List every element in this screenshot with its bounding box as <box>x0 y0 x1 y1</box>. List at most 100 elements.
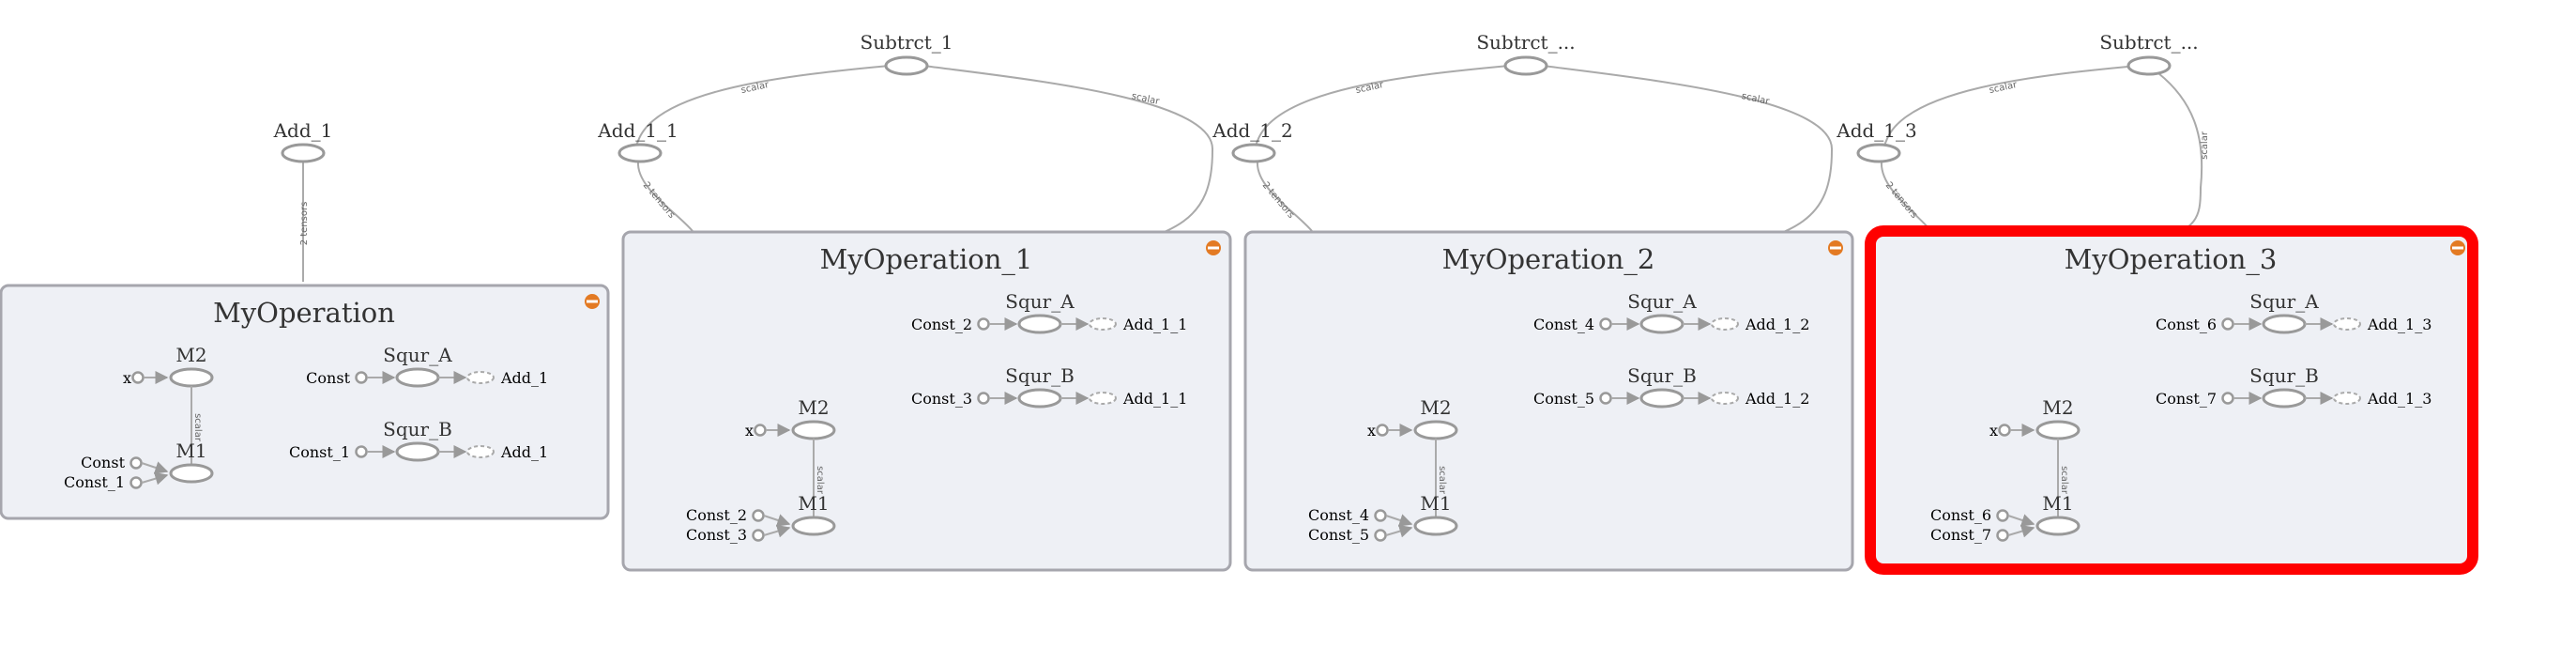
op-node-m1[interactable] <box>169 463 214 484</box>
node-label-const-b: Const_1 <box>64 473 125 491</box>
op-node-squr-b[interactable] <box>2262 388 2307 409</box>
op-node-shape[interactable] <box>617 143 663 163</box>
edge-add-1-3-to-myoperation-3 <box>1880 161 1932 232</box>
edge-label-scalar: scalar <box>1355 80 1385 96</box>
output-ghost-node[interactable] <box>1711 317 1739 331</box>
op-node-squr-b[interactable] <box>1639 388 1684 409</box>
node-label-const-a: Const_4 <box>1308 506 1369 524</box>
const-node-b[interactable] <box>130 476 143 489</box>
op-node-m2[interactable] <box>791 420 836 440</box>
node-label-output: Add_1_1 <box>1122 316 1187 333</box>
collapse-button[interactable] <box>585 294 600 309</box>
op-node-m1[interactable] <box>791 516 836 536</box>
group-myoperation-3[interactable]: MyOperation_3 Squr_A Const_6 Add_1_3 Squ… <box>1865 225 2478 575</box>
node-label-m2: M2 <box>1420 396 1451 419</box>
collapse-button[interactable] <box>1828 240 1843 255</box>
const-node[interactable] <box>2221 392 2234 405</box>
node-add-1-3[interactable]: Add_1_3 <box>1836 119 1917 163</box>
output-ghost-node[interactable] <box>2333 317 2361 331</box>
node-label-m1: M1 <box>2042 492 2073 515</box>
op-node-m2[interactable] <box>1413 420 1458 440</box>
op-node-m2[interactable] <box>2035 420 2081 440</box>
group-title: MyOperation_3 <box>2065 243 2278 276</box>
node-label-const: Const_6 <box>2156 316 2217 333</box>
minus-icon <box>587 300 598 303</box>
op-node-squr-a[interactable] <box>2262 314 2307 334</box>
node-subtrct-2[interactable]: Subtrct_... <box>1476 31 1576 76</box>
node-add-1-2[interactable]: Add_1_2 <box>1212 119 1293 163</box>
node-label: Add_1_2 <box>1212 119 1293 142</box>
edge-label-tensors: 2 tensors <box>299 202 310 246</box>
const-node[interactable] <box>977 392 990 405</box>
collapse-button[interactable] <box>1206 240 1221 255</box>
op-node-shape[interactable] <box>281 143 326 163</box>
op-node-shape[interactable] <box>1231 143 1276 163</box>
output-ghost-node[interactable] <box>1089 317 1117 331</box>
node-label-m1: M1 <box>798 492 829 515</box>
group-box[interactable] <box>0 284 610 520</box>
node-label-m2: M2 <box>175 344 206 366</box>
const-node-b[interactable] <box>1374 529 1387 542</box>
node-label-squr-b: Squr_B <box>1627 364 1697 387</box>
const-node-a[interactable] <box>130 456 143 470</box>
edge <box>2007 524 2035 538</box>
node-label-output: Add_1_1 <box>1122 390 1187 408</box>
const-node[interactable] <box>2221 317 2234 331</box>
const-node[interactable] <box>1599 392 1612 405</box>
op-node-squr-a[interactable] <box>1017 314 1062 334</box>
op-node-squr-a[interactable] <box>395 367 440 388</box>
group-box[interactable] <box>1243 230 1854 572</box>
edge <box>2007 514 2035 527</box>
op-node-shape[interactable] <box>884 55 929 76</box>
edge-label-tensors: 2 tensors <box>641 180 677 221</box>
group-box-selected[interactable] <box>1865 225 2478 575</box>
input-node-x[interactable] <box>131 371 145 384</box>
group-myoperation[interactable]: MyOperation x M2 scalar M1 Const Const_1… <box>0 284 610 520</box>
node-label-const: Const <box>306 369 350 387</box>
edge-label-scalar: scalar <box>1741 91 1771 107</box>
output-ghost-node[interactable] <box>466 445 495 458</box>
const-node-b[interactable] <box>752 529 765 542</box>
op-node-squr-b[interactable] <box>395 441 440 462</box>
edge-label-scalar: scalar <box>2200 131 2210 160</box>
const-node-a[interactable] <box>1374 509 1387 522</box>
input-node-x[interactable] <box>1998 424 2011 437</box>
input-node-x[interactable] <box>1376 424 1389 437</box>
group-myoperation-1[interactable]: MyOperation_1 Squr_A Const_2 Add_1_1 Squ… <box>621 230 1232 572</box>
node-label: Subtrct_... <box>2099 31 2198 54</box>
const-node-a[interactable] <box>752 509 765 522</box>
const-node[interactable] <box>977 317 990 331</box>
node-subtrct-3[interactable]: Subtrct_... <box>2099 31 2199 76</box>
const-node[interactable] <box>355 371 368 384</box>
edge-subtrct-3-to-add-1-3 <box>1878 65 2139 156</box>
input-node-x[interactable] <box>754 424 767 437</box>
op-node-shape[interactable] <box>1503 55 1548 76</box>
output-ghost-node[interactable] <box>466 371 495 384</box>
op-node-m1[interactable] <box>1413 516 1458 536</box>
const-node-b[interactable] <box>1996 529 2009 542</box>
const-node-a[interactable] <box>1996 509 2009 522</box>
group-box[interactable] <box>621 230 1232 572</box>
const-node[interactable] <box>355 445 368 458</box>
node-label-squr-b: Squr_B <box>383 418 452 440</box>
op-node-m2[interactable] <box>169 367 214 388</box>
op-node-shape[interactable] <box>1856 143 1901 163</box>
group-myoperation-2[interactable]: MyOperation_2 Squr_A Const_4 Add_1_2 Squ… <box>1243 230 1854 572</box>
node-label-squr-a: Squr_A <box>383 344 452 366</box>
collapse-button[interactable] <box>2450 240 2465 255</box>
op-node-squr-b[interactable] <box>1017 388 1062 409</box>
op-node-m1[interactable] <box>2035 516 2081 536</box>
edge-label-tensors: 2 tensors <box>1260 180 1296 221</box>
node-label-const-a: Const_2 <box>686 506 747 524</box>
op-node-squr-a[interactable] <box>1639 314 1684 334</box>
op-node-shape[interactable] <box>2126 55 2172 76</box>
node-subtrct-1[interactable]: Subtrct_1 <box>861 31 953 76</box>
node-add-1-1[interactable]: Add_1_1 <box>597 119 678 163</box>
output-ghost-node[interactable] <box>1089 392 1117 405</box>
output-ghost-node[interactable] <box>1711 392 1739 405</box>
const-node[interactable] <box>1599 317 1612 331</box>
output-ghost-node[interactable] <box>2333 392 2361 405</box>
edge-label-scalar: scalar <box>192 413 203 442</box>
node-add-1[interactable]: Add_1 <box>273 119 333 163</box>
